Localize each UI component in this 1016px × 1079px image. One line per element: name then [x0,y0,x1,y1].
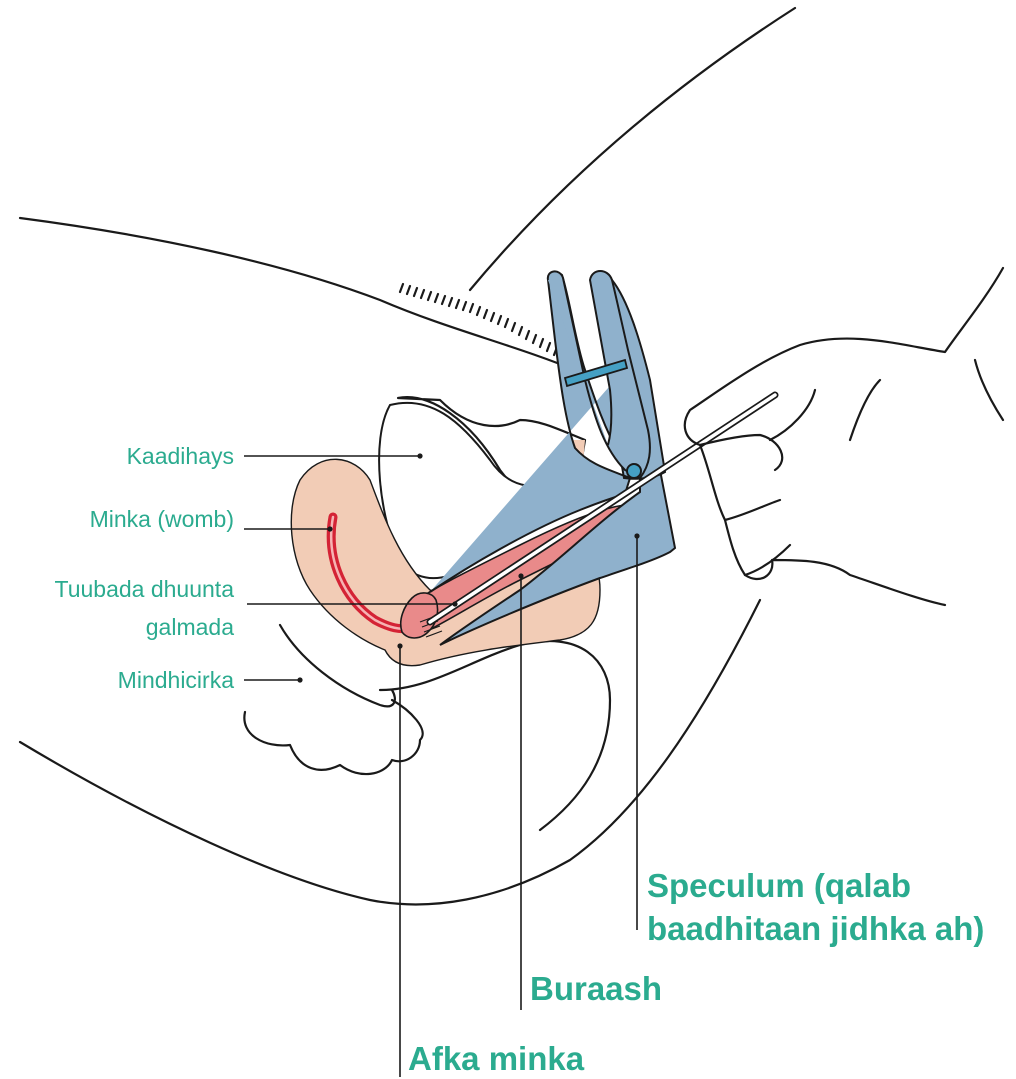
body-back-outline [20,218,580,372]
label-speculum-line1: Speculum (qalab [647,867,911,904]
label-tuubada-line1: Tuubada dhuunta [55,576,235,602]
hand-outline [685,268,1003,605]
pubic-hair [400,284,571,363]
label-mindhicirka: Mindhicirka [118,667,235,693]
hand-fingers [700,360,1003,575]
leader-dot-afka-minka [397,643,402,648]
label-buraash: Buraash [530,970,662,1007]
buttock-curve [380,641,610,830]
label-tuubada-line2: galmada [146,614,234,640]
leader-dot-speculum [634,533,639,538]
label-kaadihays: Kaadihays [127,443,234,469]
speculum-screw [627,464,641,478]
label-minka: Minka (womb) [90,506,234,532]
label-speculum-line2: baadhitaan jidhka ah) [647,910,984,947]
leader-dot-mindhicirka [297,677,302,682]
label-afka-minka: Afka minka [408,1040,585,1077]
leader-dot-minka [327,526,332,531]
leader-dot-kaadihays [417,453,422,458]
leg-outline [470,8,795,290]
leader-dot-buraash [518,573,523,578]
leader-dot-tuubada [452,601,457,606]
